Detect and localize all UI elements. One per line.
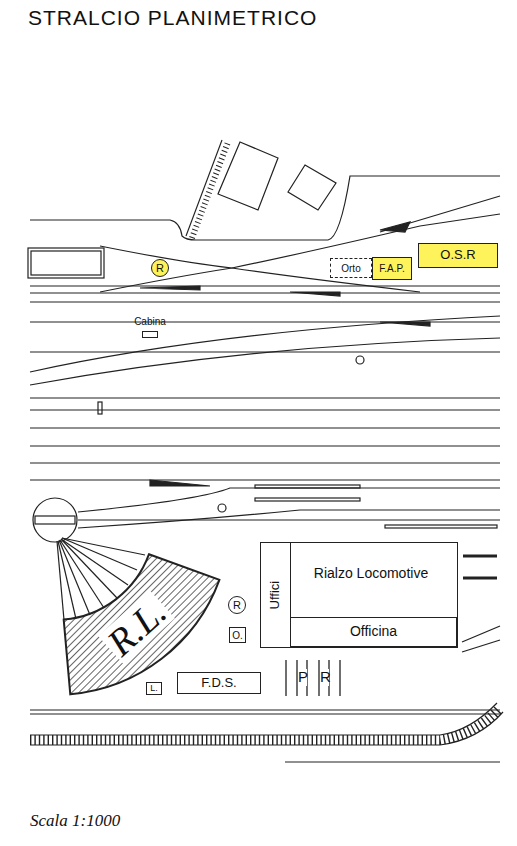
switch [380, 322, 430, 326]
signal [356, 356, 364, 364]
track [30, 316, 500, 372]
node-pr: PR [285, 660, 341, 696]
track [462, 640, 500, 652]
node-label: Cabina [134, 316, 166, 327]
stripes [285, 660, 341, 696]
siding-bar [255, 498, 360, 501]
track [30, 462, 500, 463]
node-label: O. [232, 630, 243, 641]
cabin-rect [142, 331, 158, 338]
fence-ticks [192, 142, 228, 238]
signal [218, 504, 226, 512]
track [30, 709, 500, 710]
signal [98, 402, 102, 414]
track [380, 196, 500, 232]
building [288, 165, 336, 210]
node-circ: R [151, 259, 169, 277]
track [30, 351, 500, 352]
node-label: Rialzo Locomotive [301, 563, 441, 583]
switch [380, 222, 410, 232]
scale-caption: Scala 1:1000 [30, 812, 120, 831]
rail [30, 712, 503, 745]
node-label: F.A.P. [379, 263, 404, 274]
node-box: O.S.R [418, 243, 498, 268]
node-label: R [233, 599, 241, 611]
node-label: Orto [341, 263, 360, 274]
node-vert: Uffici [261, 543, 291, 647]
track [30, 409, 500, 410]
track [30, 292, 500, 293]
track [78, 488, 500, 512]
track [100, 246, 420, 292]
track [30, 713, 500, 714]
node-box: O. [229, 627, 246, 643]
node-label: P [298, 669, 307, 686]
node-label: O.S.R [440, 248, 475, 262]
node-label: L. [150, 684, 158, 694]
rail [30, 703, 497, 735]
switch [150, 480, 210, 486]
track [30, 301, 500, 302]
track [78, 510, 500, 528]
track [100, 214, 500, 292]
switch [290, 292, 340, 296]
node-cabina: Cabina [130, 316, 170, 340]
track [30, 338, 500, 385]
node-label: R [320, 669, 329, 686]
node-box: L. [146, 682, 162, 695]
node-box: F.A.P. [372, 257, 412, 280]
node-label: Officina [350, 624, 397, 639]
siding-bar [385, 525, 497, 528]
siding-bar [255, 485, 360, 488]
node-label: R [156, 262, 164, 274]
track [30, 445, 500, 446]
track [462, 626, 500, 642]
platform [31, 251, 101, 275]
track [30, 285, 500, 286]
node-box: F.D.S. [177, 672, 261, 694]
node-big: Rialzo LocomotiveUfficiOfficina [260, 542, 458, 648]
fence-line [186, 140, 222, 236]
track [30, 479, 500, 480]
node-box: Officina [290, 617, 457, 647]
turntable-bridge [35, 516, 75, 524]
node-label: Uffici [268, 581, 282, 610]
track [30, 397, 500, 398]
boundary-wall [30, 176, 500, 240]
switch [140, 286, 200, 290]
node-dash: Orto [330, 258, 372, 278]
node-circ: R [228, 596, 246, 614]
turntable [33, 498, 77, 542]
title: STRALCIO PLANIMETRICO [28, 6, 317, 29]
platform [28, 248, 104, 278]
track [30, 427, 500, 428]
track [285, 761, 500, 762]
node-label: F.D.S. [201, 676, 236, 690]
track [78, 519, 500, 520]
